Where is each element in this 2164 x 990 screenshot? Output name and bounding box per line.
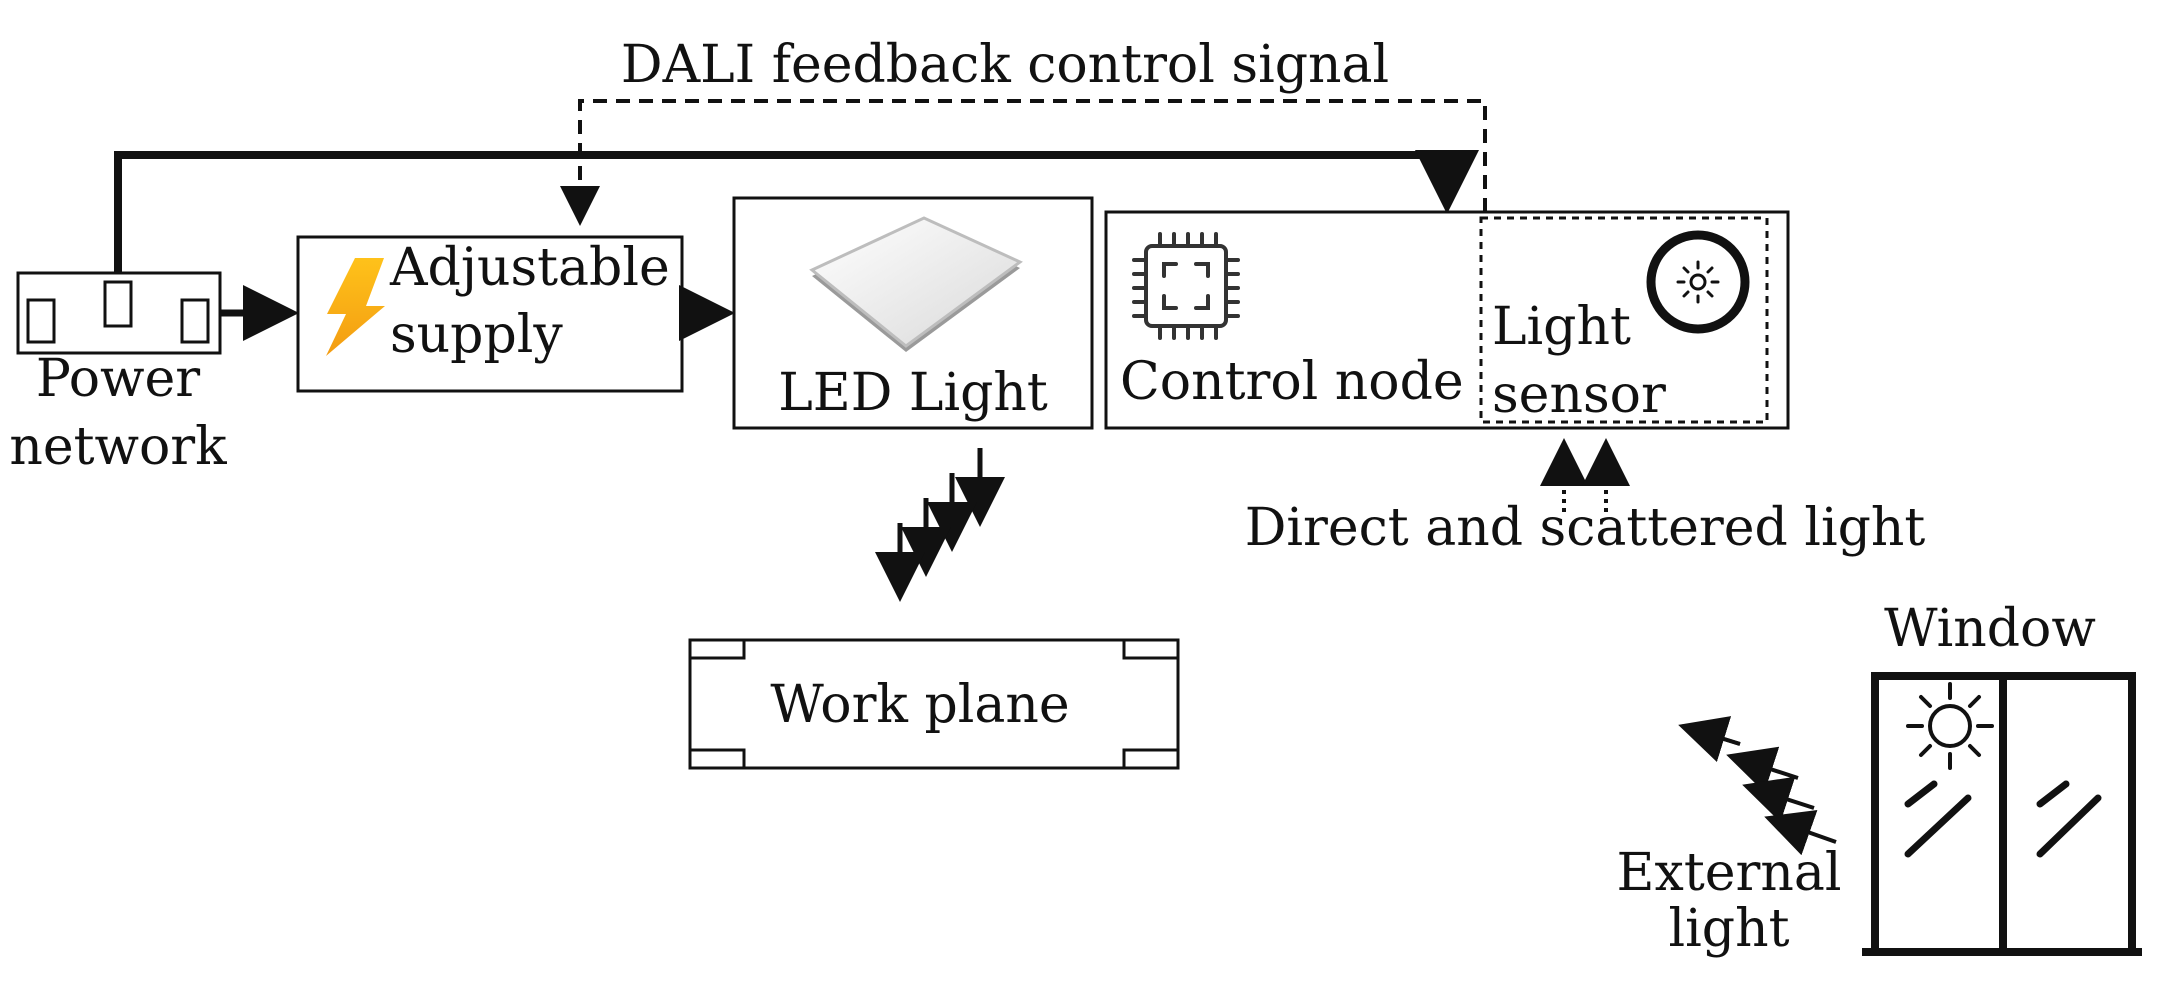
- lightning-bolt-icon: [326, 258, 385, 356]
- light-sensor-icon: [1646, 230, 1750, 334]
- adjustable-supply-label-line1: Adjustable: [389, 238, 670, 298]
- adjustable-supply-box: [296, 235, 684, 393]
- power-to-control-connector: [114, 150, 1479, 273]
- microchip-icon: [1132, 232, 1240, 340]
- led-panel-icon: [809, 216, 1023, 352]
- external-light-label-line1: External: [1617, 843, 1842, 903]
- control-node-block: [1104, 210, 1790, 430]
- external-light-label-line2: light: [1669, 899, 1790, 959]
- power-network-label-line2: network: [9, 417, 227, 477]
- control-node-label: Control node: [1120, 352, 1464, 412]
- led-light-label: LED Light: [778, 363, 1048, 423]
- window-label: Window: [1884, 599, 2096, 659]
- dali-signal-label: DALI feedback control signal: [621, 35, 1389, 95]
- outlet-slot-right: [180, 298, 210, 344]
- light-sensor-label-line2: sensor: [1492, 365, 1666, 425]
- led-light-block: [732, 196, 1094, 430]
- work-plane-label: Work plane: [770, 675, 1069, 735]
- outlet-slot-left: [26, 298, 56, 344]
- led-light-rays: [875, 448, 1005, 602]
- power-network-block: [16, 271, 222, 355]
- scattered-light-arrows: [1540, 438, 1630, 512]
- outlet-slot-center: [103, 280, 133, 328]
- external-light-arrows: [1678, 716, 1837, 856]
- sun-icon: [1906, 682, 1994, 770]
- work-plane-block: [688, 638, 1180, 770]
- adjustable-supply-block: [296, 235, 684, 393]
- dali-feedback-connector: [560, 99, 1487, 226]
- adjustable-supply-label-line2: supply: [390, 305, 563, 365]
- work-plane-box: [688, 638, 1180, 770]
- direct-scattered-label: Direct and scattered light: [1245, 498, 1926, 558]
- light-sensor-box: [1479, 216, 1769, 424]
- window-block: [1862, 672, 2142, 956]
- power-network-label-line1: Power: [36, 349, 200, 409]
- light-sensor-label-line1: Light: [1492, 297, 1631, 357]
